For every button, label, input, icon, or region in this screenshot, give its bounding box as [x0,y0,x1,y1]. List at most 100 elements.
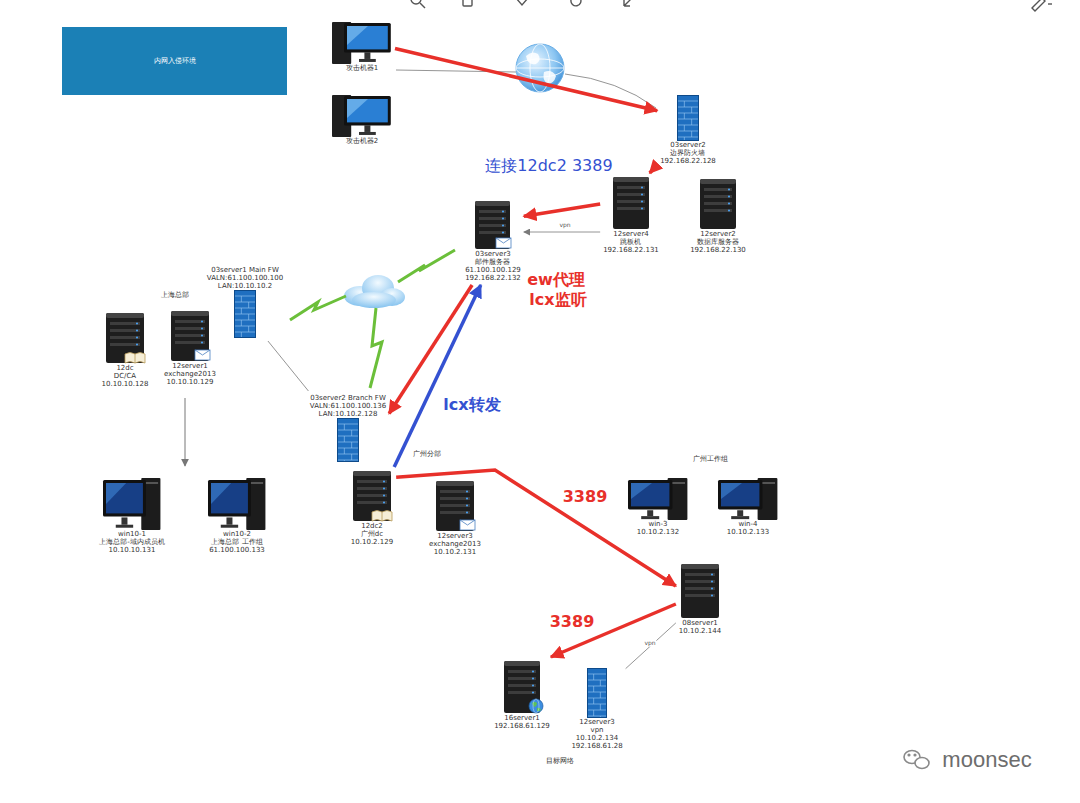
node-name: 12server3 [437,532,473,540]
device-node: 16server1192.168.61.129 [494,660,550,730]
watermark-icon [904,751,929,769]
node-detail: 10.10.10.129 [167,378,214,386]
node-detail: 192.168.61.28 [571,742,622,750]
node-detail: 61.100.100.133 [209,546,265,554]
edge-label: 3389 [562,488,609,506]
server-icon [352,470,392,522]
node-detail: 192.168.22.131 [603,246,659,254]
device-node: win-310.10.2.132 [628,478,688,536]
node-detail: LAN:10.10.10.2 [218,282,272,290]
node-detail: 边界防火墙 [670,149,705,157]
wan-cloud [344,275,405,308]
fw-icon [587,668,607,718]
pcbig-icon [628,478,688,520]
node-detail: 10.10.2.129 [351,538,393,546]
device-node: win-410.10.2.133 [718,478,778,536]
connector [268,341,308,391]
node-detail: 上海总部 工作组 [211,538,262,546]
device-node: win10-1上海总部-域内成员机10.10.10.131 [99,478,165,554]
node-name: 12server3 [579,718,615,726]
pcbig-icon [718,478,778,520]
group-label: 广州分部 [413,451,441,459]
connector [524,204,600,216]
connector [551,604,676,657]
pc-icon [332,22,392,64]
device-node: 12server3exchange201310.10.2.131 [429,480,481,556]
node-name: 12dc2 [361,522,383,530]
device-node: 12server2数据库服务器192.168.22.130 [690,178,746,254]
device-node: 12dc2广州dc10.10.2.129 [351,470,393,546]
connector [524,232,600,233]
node-detail: 广州dc [361,530,383,538]
node-detail: exchange2013 [429,540,481,548]
device-node: 攻击机器1 [332,22,392,72]
node-detail: 10.10.10.131 [109,546,156,554]
edge-label: vpn [558,222,571,229]
node-detail: 数据库服务器 [697,238,739,246]
node-detail: 跳板机 [620,238,641,246]
node-name: win10-1 [118,530,146,538]
wan-link [290,250,455,388]
node-name: 03server1 Main FW [211,266,279,274]
node-detail: 192.168.61.129 [494,722,550,730]
device-node: 03server1 Main FWVALN:61.100.100.100LAN:… [207,266,283,338]
node-detail: 61.100.100.129 [465,266,521,274]
group-label: 上海总部 [161,292,189,300]
connector [396,470,676,586]
node-name: win-4 [738,520,757,528]
node-name: 12dc [116,364,133,372]
device-node: 03server2边界防火墙192.168.22.128 [660,95,716,165]
device-node: 08server110.10.2.144 [679,563,721,635]
node-detail: 10.10.2.131 [434,548,476,556]
server-icon [680,563,720,619]
lan-arrow [185,398,186,466]
node-detail: 10.10.2.134 [576,734,618,742]
node-detail: DC/CA [114,372,136,380]
node-detail: VALN:61.100.100.100 [207,274,283,282]
server-icon [105,312,145,364]
device-node: 攻击机器2 [332,95,392,145]
node-name: 16server1 [504,714,540,722]
pcbig-icon [103,478,161,530]
fw-icon [677,95,699,141]
fw-icon [337,418,359,462]
device-node: 12server1exchange201310.10.10.129 [164,310,216,386]
edge-label: 连接12dc2 3389 [484,157,613,175]
device-node: 12server4跳板机192.168.22.131 [603,176,659,254]
connector [394,285,481,467]
node-name: win-3 [648,520,667,528]
annotation: lcx转发 [443,396,500,414]
node-name: 攻击机器1 [346,64,378,72]
node-detail: 10.10.10.128 [102,380,149,388]
toolbar-icons [411,0,1052,11]
node-detail: 192.168.22.128 [660,157,716,165]
node-detail: LAN:10.10.2.128 [319,410,378,418]
device-node: 03server2 Branch FWVALN:61.100.100.136LA… [310,394,386,462]
node-detail: 10.10.2.144 [679,627,721,635]
device-node: win10-2上海总部 工作组61.100.100.133 [208,478,266,554]
node-name: 攻击机器2 [346,137,378,145]
node-detail: 10.10.2.132 [637,528,679,536]
title-box: 内网入侵环境 [62,27,287,95]
server-icon [699,178,737,230]
edge-label: 3389 [549,613,596,631]
server-icon [503,660,541,714]
internet-globe [516,44,564,92]
connector [626,623,676,669]
device-node: 12dcDC/CA10.10.10.128 [102,312,149,388]
node-detail: 上海总部-域内成员机 [99,538,165,546]
annotation: ew代理 [527,271,585,289]
server-icon [474,200,511,250]
node-detail: 邮件服务器 [475,258,510,266]
connector [395,49,657,111]
node-detail: vpn [590,726,603,734]
node-detail: 192.168.22.130 [690,246,746,254]
device-node: 12server3vpn10.10.2.134192.168.61.28 [571,668,622,750]
node-detail: exchange2013 [164,370,216,378]
node-detail: 10.10.2.133 [727,528,769,536]
node-name: 03server3 [475,250,511,258]
node-detail: 192.168.22.132 [465,274,521,282]
watermark: moonsec [942,748,1031,772]
server-icon [170,310,210,362]
